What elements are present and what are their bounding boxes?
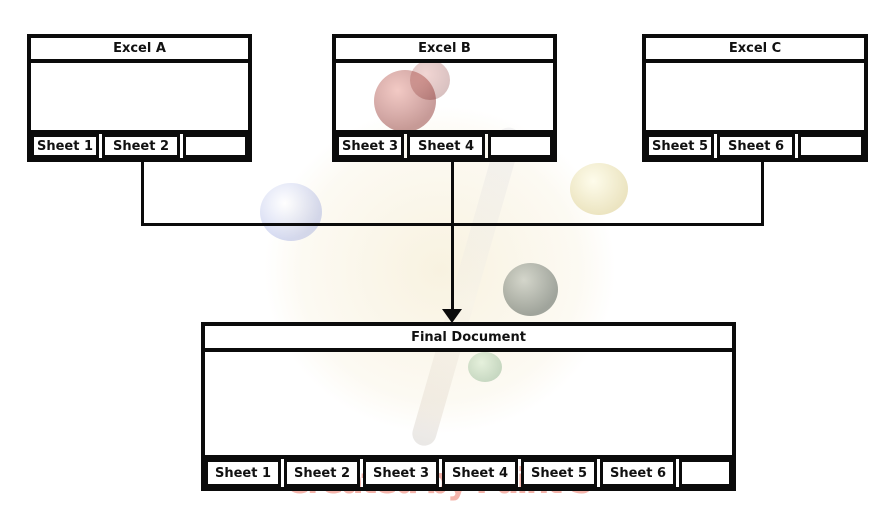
excel-a-tabbar: Sheet 1 Sheet 2: [31, 130, 248, 158]
excel-b-title: Excel B: [336, 38, 553, 63]
paint-blob-dark-red-icon: [410, 60, 450, 100]
connector-merge-horizontal: [141, 223, 764, 226]
excel-c-tabbar: Sheet 5 Sheet 6: [646, 130, 864, 158]
excel-c-content: [646, 63, 864, 130]
excel-b-tab-empty: [488, 134, 553, 158]
excel-c-tab-sheet-5: Sheet 5: [646, 134, 714, 158]
final-tab-sheet-6: Sheet 6: [600, 459, 676, 487]
final-document-content: [205, 352, 732, 455]
final-tab-empty: [679, 459, 732, 487]
excel-c-tab-sheet-6: Sheet 6: [717, 134, 795, 158]
paint-blob-blue-icon: [260, 183, 322, 241]
paint-blob-yellow-icon: [570, 163, 628, 215]
final-tab-sheet-2: Sheet 2: [284, 459, 360, 487]
excel-a-content: [31, 63, 248, 130]
paint-blob-red-icon: [374, 70, 436, 132]
connector-excel-c: [761, 160, 764, 226]
excel-a-tab-sheet-2: Sheet 2: [102, 134, 180, 158]
final-tab-sheet-5: Sheet 5: [521, 459, 597, 487]
paint-blob-dark-green-icon: [503, 263, 558, 316]
excel-c-tab-empty: [798, 134, 864, 158]
excel-b-tab-sheet-4: Sheet 4: [407, 134, 485, 158]
final-document-tabbar: Sheet 1 Sheet 2 Sheet 3 Sheet 4 Sheet 5 …: [205, 455, 732, 487]
connector-excel-b: [451, 160, 454, 310]
paint-blob-green-icon: [468, 352, 502, 382]
final-tab-sheet-4: Sheet 4: [442, 459, 518, 487]
excel-a-window: Excel A Sheet 1 Sheet 2: [27, 34, 252, 162]
final-tab-sheet-1: Sheet 1: [205, 459, 281, 487]
excel-c-window: Excel C Sheet 5 Sheet 6: [642, 34, 868, 162]
arrow-down-icon: [442, 309, 462, 323]
final-tab-sheet-3: Sheet 3: [363, 459, 439, 487]
connector-excel-a: [141, 160, 144, 226]
final-document-title: Final Document: [205, 326, 732, 352]
final-document-window: Final Document Sheet 1 Sheet 2 Sheet 3 S…: [201, 322, 736, 491]
excel-c-title: Excel C: [646, 38, 864, 63]
excel-b-tab-sheet-3: Sheet 3: [336, 134, 404, 158]
excel-b-content: [336, 63, 553, 130]
excel-a-title: Excel A: [31, 38, 248, 63]
excel-b-window: Excel B Sheet 3 Sheet 4: [332, 34, 557, 162]
excel-a-tab-empty: [183, 134, 248, 158]
excel-b-tabbar: Sheet 3 Sheet 4: [336, 130, 553, 158]
excel-a-tab-sheet-1: Sheet 1: [31, 134, 99, 158]
